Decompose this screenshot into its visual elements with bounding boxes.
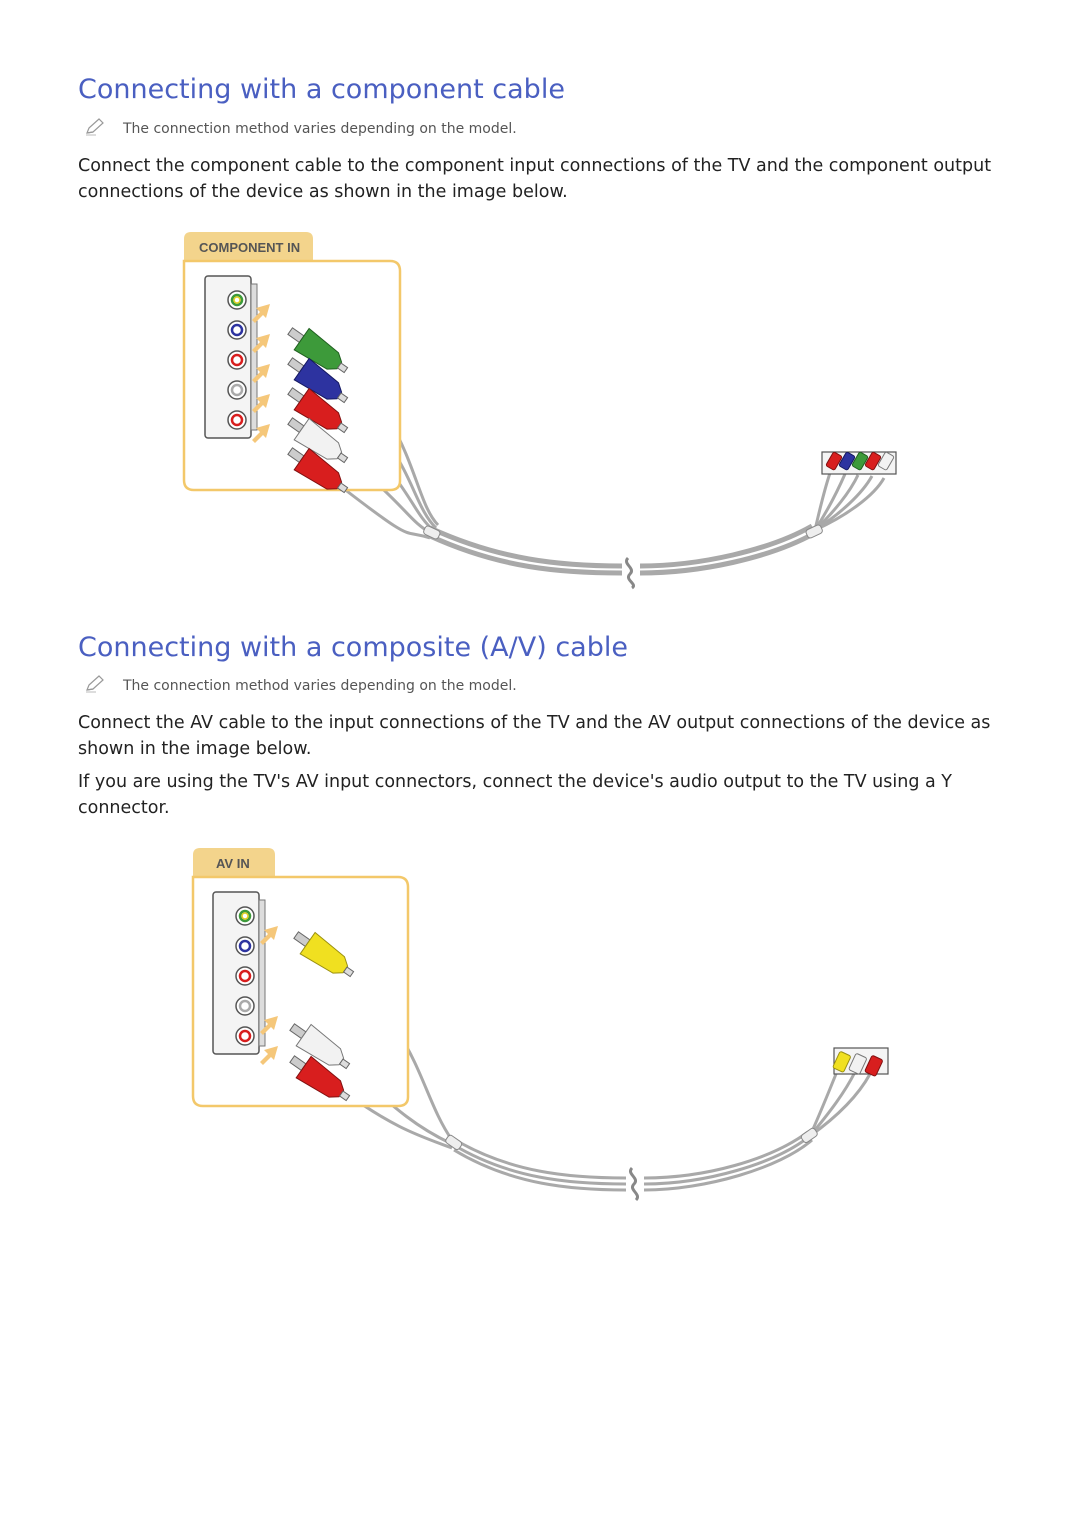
pencil-note-icon [86, 118, 104, 136]
plug-blue [287, 357, 349, 404]
component-section-title: Connecting with a component cable [78, 74, 565, 105]
device-av-output [832, 1047, 889, 1077]
av-panel-label: AV IN [216, 856, 250, 871]
jack-blue [235, 936, 255, 956]
jack-red [227, 410, 247, 430]
insert-arrows [260, 926, 278, 1065]
component-diagram: COMPONENT IN [182, 232, 897, 590]
cable-ferrule [805, 524, 823, 539]
jack-red [235, 966, 255, 986]
plug-red [287, 447, 349, 494]
cable-ferrule [800, 1127, 818, 1144]
component-body: Connect the component cable to the compo… [78, 156, 992, 202]
composite-diagram: AV IN [191, 848, 889, 1202]
jack-white [235, 996, 255, 1016]
jack-blue [227, 320, 247, 340]
squiggle-break-icon [629, 1166, 639, 1202]
composite-section-title: Connecting with a composite (A/V) cable [78, 632, 628, 663]
jack-white [227, 380, 247, 400]
component-cable-bundle [329, 356, 886, 576]
cable-ferrule [445, 1134, 463, 1151]
component-panel-label: COMPONENT IN [199, 240, 300, 255]
tv-av-jack-strip [212, 891, 266, 1055]
tv-component-jack-strip [204, 275, 258, 439]
cable-ferrule [423, 525, 441, 540]
plug-white [289, 1023, 351, 1070]
composite-body-2: If you are using the TV's AV input conne… [78, 772, 952, 818]
insert-arrows [252, 304, 270, 443]
plug-yellow [293, 931, 355, 978]
device-component-output [821, 451, 897, 475]
plug-red [289, 1055, 351, 1102]
panel-tab [184, 232, 313, 261]
squiggle-break-icon [625, 556, 635, 590]
pencil-note-icon [86, 675, 104, 693]
component-note-text: The connection method varies depending o… [123, 121, 517, 137]
plug-white [287, 417, 349, 464]
composite-cable-bundle [338, 972, 872, 1192]
plug-green [287, 327, 349, 374]
jack-red [235, 1026, 255, 1046]
jack-yellow-green [235, 906, 255, 926]
jack-green [227, 290, 247, 310]
panel-tab [193, 848, 275, 877]
composite-note-text: The connection method varies depending o… [123, 678, 517, 694]
composite-body-1: Connect the AV cable to the input connec… [78, 713, 991, 759]
jack-red [227, 350, 247, 370]
plug-red [287, 387, 349, 434]
